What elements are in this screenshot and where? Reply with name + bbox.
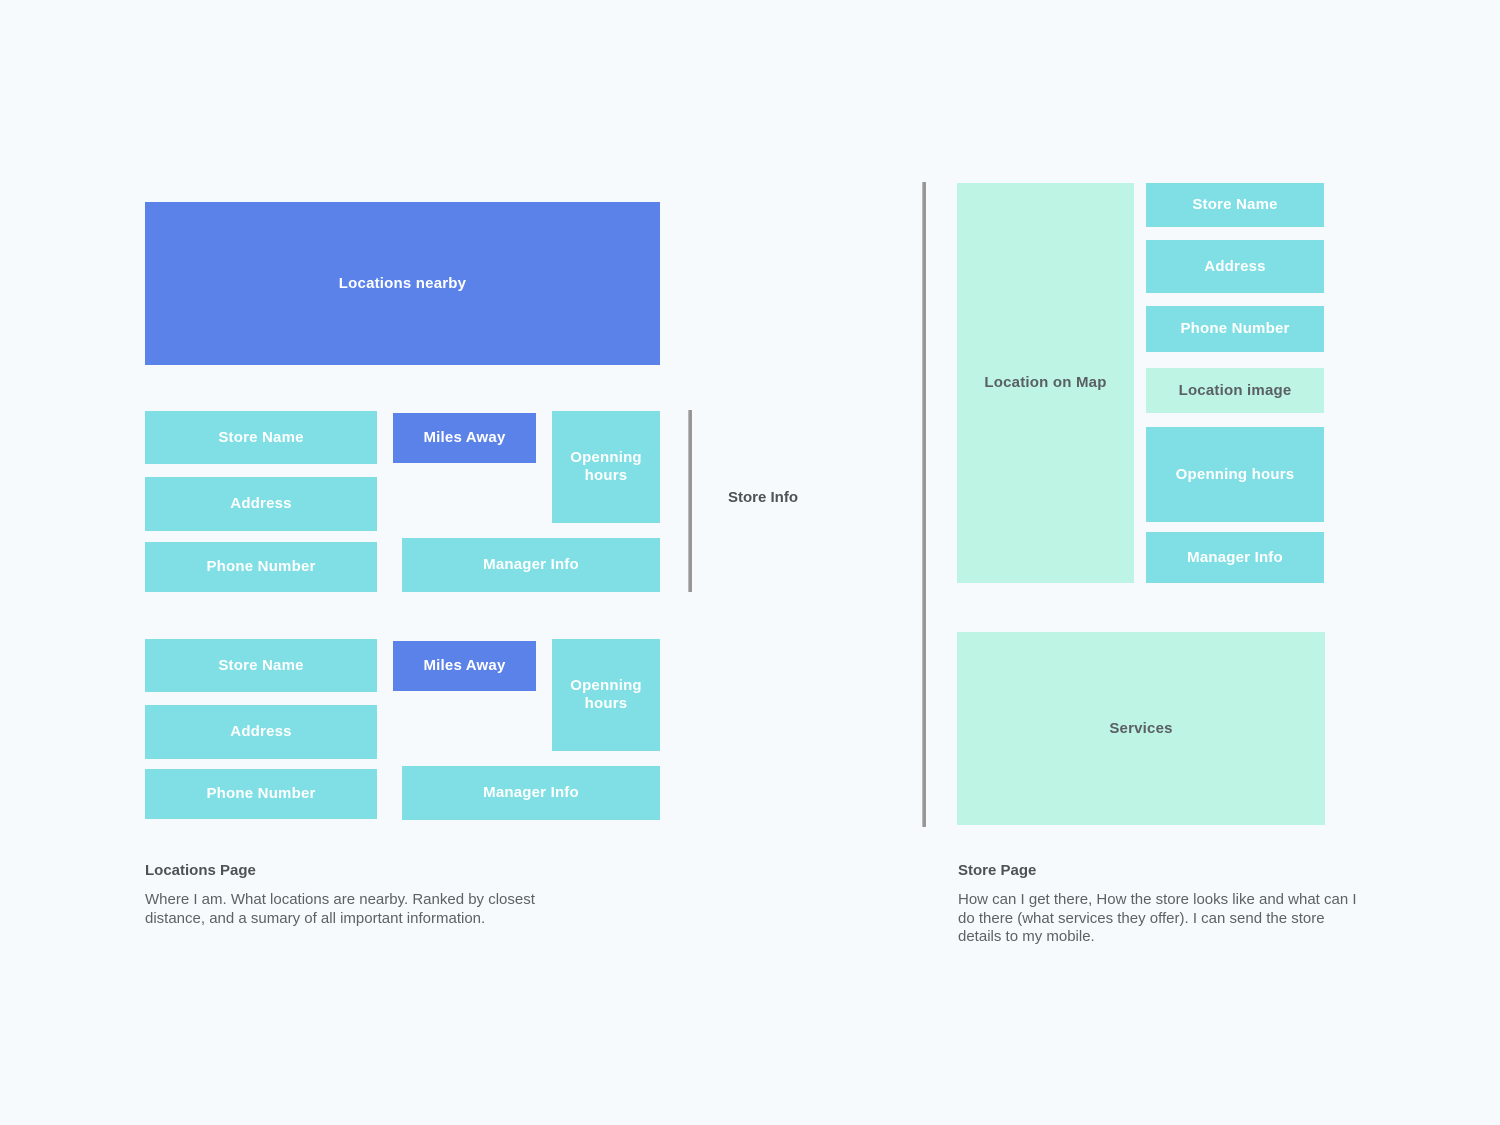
- phone-number-box: Phone Number: [145, 769, 377, 819]
- miles-away-box: Miles Away: [393, 641, 536, 691]
- manager-info-box: Manager Info: [402, 538, 660, 592]
- miles-away-box: Miles Away: [393, 413, 536, 463]
- store-page-caption: Store Page How can I get there, How the …: [958, 862, 1363, 947]
- store-name-box: Store Name: [145, 411, 377, 464]
- manager-info-box: Manager Info: [402, 766, 660, 820]
- locations-page-title: Locations Page: [145, 862, 256, 879]
- phone-number-box: Phone Number: [1146, 306, 1324, 352]
- opening-hours-box: Openning hours: [1146, 427, 1324, 522]
- manager-info-box: Manager Info: [1146, 532, 1324, 583]
- phone-number-box: Phone Number: [145, 542, 377, 592]
- address-box: Address: [145, 477, 377, 531]
- store-page-description: How can I get there, How the store looks…: [958, 891, 1357, 946]
- location-on-map-box: Location on Map: [957, 183, 1134, 583]
- locations-page-description: Where I am. What locations are nearby. R…: [145, 891, 535, 927]
- location-image-box: Location image: [1146, 368, 1324, 413]
- opening-hours-box: Openning hours: [552, 411, 660, 523]
- page-divider-line: [922, 182, 926, 827]
- opening-hours-box: Openning hours: [552, 639, 660, 751]
- address-box: Address: [145, 705, 377, 759]
- store-info-divider-line: [688, 410, 692, 592]
- store-name-box: Store Name: [145, 639, 377, 692]
- locations-page-caption: Locations Page Where I am. What location…: [145, 862, 545, 928]
- services-box: Services: [957, 632, 1325, 825]
- address-box: Address: [1146, 240, 1324, 293]
- locations-nearby-box: Locations nearby: [145, 202, 660, 365]
- store-page-title: Store Page: [958, 862, 1037, 879]
- store-info-label: Store Info: [728, 489, 798, 506]
- store-name-box: Store Name: [1146, 183, 1324, 227]
